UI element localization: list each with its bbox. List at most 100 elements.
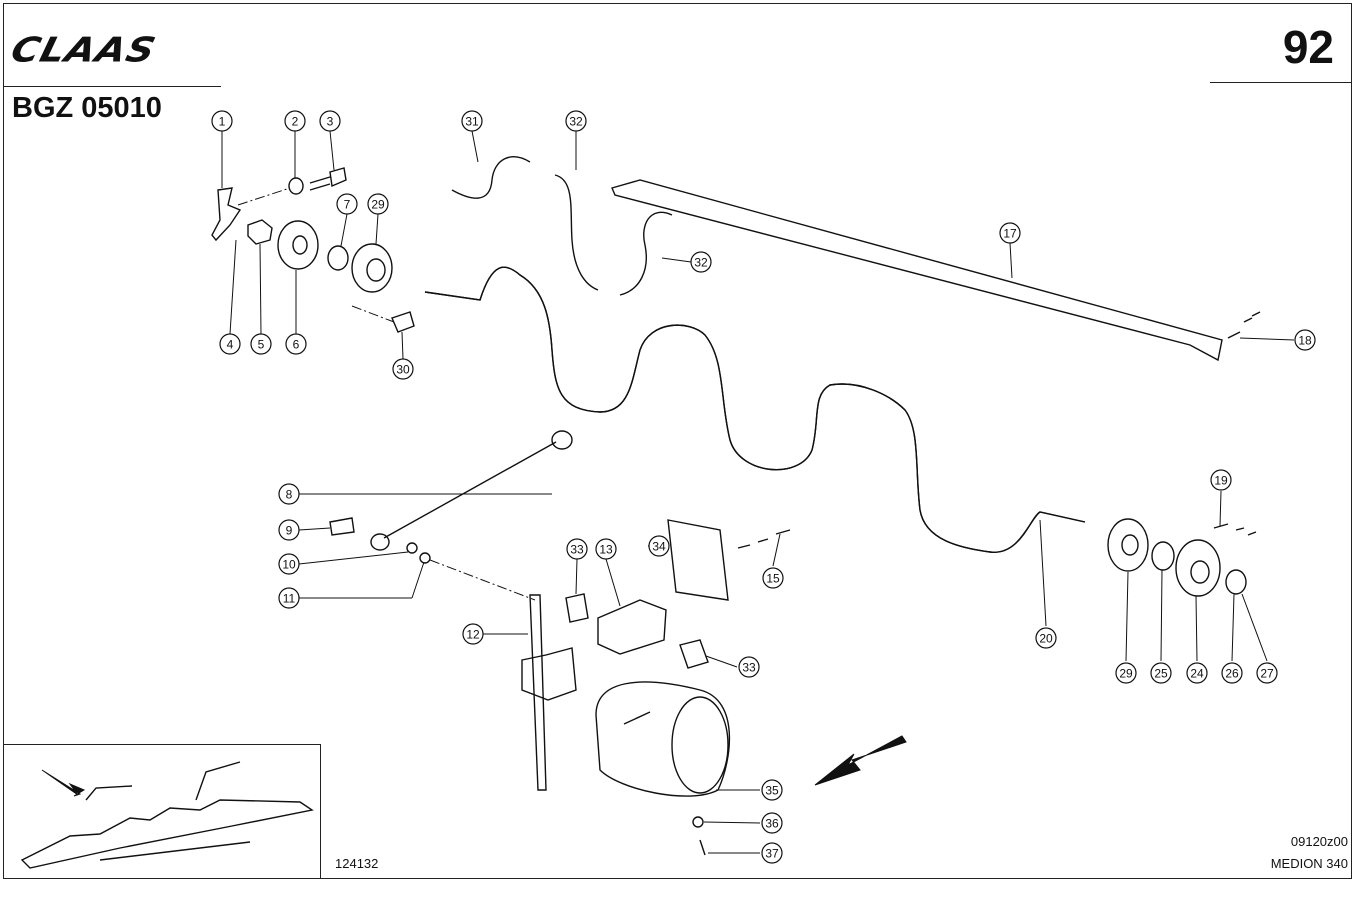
callout-circle [761,842,783,864]
callout-circle [461,110,483,132]
part-31-hose [451,156,531,199]
callout-label: 36 [765,817,779,831]
callout-circle [1035,627,1057,649]
part-13-guide-block [597,599,667,655]
callout-label: 27 [1260,667,1274,681]
callout-label: 19 [1214,474,1228,488]
callout-label: 13 [599,543,613,557]
callout-11: 11 [278,587,300,609]
callout-circle [1221,662,1243,684]
callout-17: 17 [999,222,1021,244]
page-number: 92 [1282,21,1334,73]
callout-circle [285,333,307,355]
callout-label: 15 [766,572,780,586]
callout-label: 30 [396,363,410,377]
document-code: BGZ 05010 [12,92,162,124]
callout-10: 10 [278,553,300,575]
callout-circle [1186,662,1208,684]
part-36-washer [692,816,704,828]
logo-divider [3,86,221,87]
callout-label: 11 [283,592,296,606]
callout-circle [250,333,272,355]
callout-label: 33 [570,543,584,557]
part-32-hose-upper [554,174,599,291]
part-24-flange [1175,539,1221,597]
callout-circle [278,519,300,541]
machine-model: MEDION 340 [1270,856,1348,871]
callout-label: 17 [1003,227,1017,241]
callout-32: 32 [565,110,587,132]
callout-label: 29 [371,198,385,212]
callout-circle [278,587,300,609]
callout-circle [1294,329,1316,351]
callout-circle [284,110,306,132]
callout-circle [392,358,414,380]
part-37-screw [699,839,706,856]
part-34-plate [667,519,729,601]
callout-label: 5 [258,338,265,352]
part-33-guide-top [565,593,589,623]
callout-label: 34 [652,540,666,554]
inset-sketch [20,761,314,869]
part-1-plate [211,187,242,242]
callout-5: 5 [250,333,272,355]
part-18-bolt-set [1227,311,1261,339]
callout-label: 26 [1225,667,1239,681]
callout-label: 4 [227,338,234,352]
callout-circle [278,553,300,575]
callout-25: 25 [1150,662,1172,684]
callout-label: 2 [292,115,299,129]
callout-circle [462,623,484,645]
callout-label: 24 [1190,667,1204,681]
callout-circle [565,110,587,132]
callout-circle [1256,662,1278,684]
callout-circle [690,251,712,273]
part-6-flange [277,220,319,270]
callout-circle [211,110,233,132]
parts-drawing [20,156,1261,869]
callout-19: 19 [1210,469,1232,491]
location-inset [3,744,321,879]
callout-label: 9 [286,524,293,538]
callout-label: 10 [282,558,296,572]
callout-circle [336,193,358,215]
callout-12: 12 [462,623,484,645]
page-number-divider [1210,82,1352,83]
callout-circle [648,535,670,557]
callout-label: 7 [344,198,351,212]
part-29-flange-right [1107,518,1149,572]
callout-7: 7 [336,193,358,215]
callout-6: 6 [285,333,307,355]
callout-circle [219,333,241,355]
callout-label: 25 [1154,667,1168,681]
callout-1: 1 [211,110,233,132]
part-25-bearing [1151,541,1175,571]
callout-8: 8 [278,483,300,505]
callout-circle [1150,662,1172,684]
callout-33: 33 [738,656,760,678]
callout-label: 32 [569,115,583,129]
part-3-bolt [309,167,347,191]
callout-9: 9 [278,519,300,541]
part-7-bearing [327,245,349,271]
callout-35: 35 [761,779,783,801]
part-26-collar [1225,569,1247,595]
callout-circle [761,779,783,801]
assembly-line [237,187,291,206]
callout-circle [595,538,617,560]
callout-label: 31 [465,115,479,129]
callout-label: 8 [286,488,293,502]
callout-24: 24 [1186,662,1208,684]
callout-circle [761,812,783,834]
callout-32: 32 [690,251,712,273]
callout-34: 34 [648,535,670,557]
callout-circle [319,110,341,132]
part-10-washer [406,542,418,554]
callout-circle [566,538,588,560]
callout-26: 26 [1221,662,1243,684]
part-30-bracket [391,311,415,333]
callout-30: 30 [392,358,414,380]
callout-36: 36 [761,812,783,834]
